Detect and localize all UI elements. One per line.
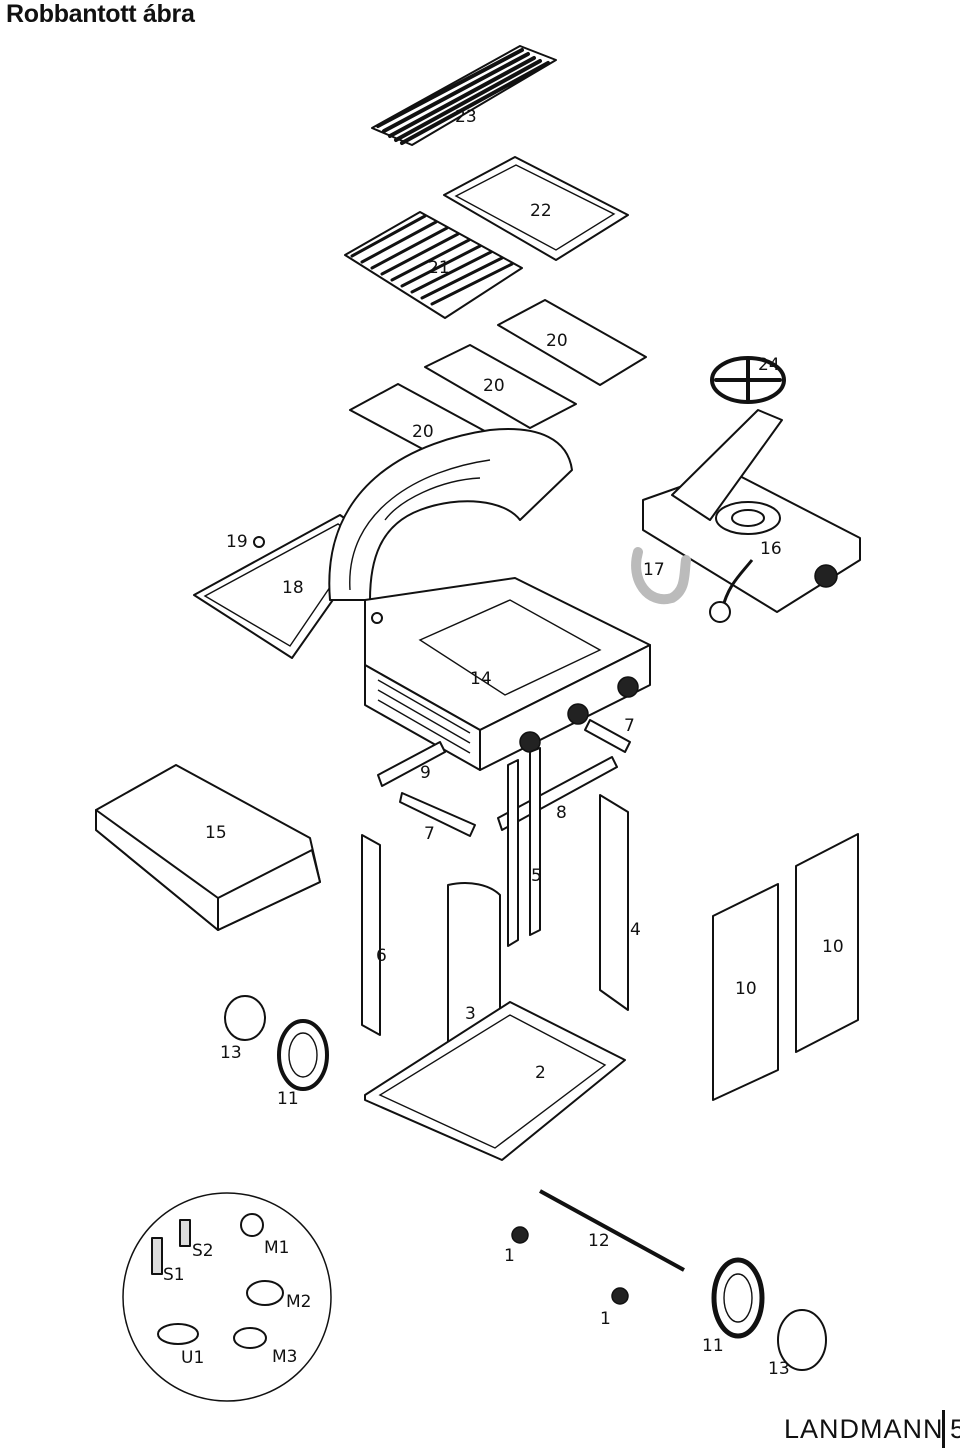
callout-5: 5 <box>531 866 542 886</box>
part-flame-tamer-2 <box>424 344 577 429</box>
part-brace-8 <box>497 756 618 831</box>
callout-3: 3 <box>465 1004 476 1024</box>
part-side-burner-grate <box>710 356 786 404</box>
callout-13b: 13 <box>768 1359 790 1379</box>
footer-divider <box>942 1410 945 1448</box>
part-brace-7-lower <box>399 792 476 837</box>
callout-4: 4 <box>630 920 641 940</box>
callout-21: 21 <box>428 258 450 278</box>
part-base <box>364 1001 626 1161</box>
part-brace-7-upper <box>584 719 631 753</box>
hardware-label-u1: U1 <box>181 1348 204 1368</box>
callout-24: 24 <box>758 355 780 375</box>
part-firebox <box>364 577 651 771</box>
callout-6: 6 <box>376 946 387 966</box>
callout-13a: 13 <box>220 1043 242 1063</box>
hardware-label-m1: M1 <box>264 1238 289 1258</box>
callout-9: 9 <box>420 763 431 783</box>
callout-23: 23 <box>455 107 477 127</box>
part-flame-tamer-1 <box>497 299 647 386</box>
callout-15: 15 <box>205 823 227 843</box>
page-number: 5 <box>950 1414 960 1444</box>
hardware-label-m3: M3 <box>272 1347 297 1367</box>
callout-10b: 10 <box>735 979 757 999</box>
callout-17: 17 <box>643 560 665 580</box>
part-cover <box>95 764 321 931</box>
callout-1b: 1 <box>600 1309 611 1329</box>
callout-1a: 1 <box>504 1246 515 1266</box>
callout-14: 14 <box>470 669 492 689</box>
part-panel-4 <box>599 794 629 1011</box>
footer-brand: LANDMANN <box>784 1414 944 1444</box>
part-warming-grate <box>371 45 557 146</box>
part-hubcap-13-b <box>777 1309 827 1371</box>
callout-8: 8 <box>556 803 567 823</box>
part-hubcap-13 <box>224 995 266 1041</box>
callout-7a: 7 <box>624 716 635 736</box>
callout-10a: 10 <box>822 937 844 957</box>
hardware-circle <box>122 1192 332 1402</box>
callout-7b: 7 <box>424 824 435 844</box>
part-valve-1b <box>611 1287 629 1305</box>
callout-18: 18 <box>282 578 304 598</box>
part-hose <box>631 547 691 605</box>
hardware-label-s1: S1 <box>163 1265 185 1285</box>
callout-11a: 11 <box>277 1089 299 1109</box>
part-wheel-11-b <box>711 1257 765 1339</box>
callout-20c: 20 <box>412 422 434 442</box>
part-axle-12 <box>539 1189 685 1272</box>
part-door-10b <box>795 833 859 1053</box>
callout-22: 22 <box>530 201 552 221</box>
hardware-label-s2: S2 <box>192 1241 214 1261</box>
part-grease-tray <box>443 156 629 261</box>
part-screw-19 <box>253 536 265 548</box>
part-leg-5 <box>507 747 541 947</box>
part-side-burner <box>642 409 861 623</box>
part-valve-1a <box>511 1226 529 1244</box>
page-title: Robbantott ábra <box>6 0 195 28</box>
callout-16: 16 <box>760 539 782 559</box>
callout-11b: 11 <box>702 1336 724 1356</box>
part-panel-6 <box>361 834 381 1036</box>
part-lid <box>328 428 573 601</box>
callout-19: 19 <box>226 532 248 552</box>
part-wheel-11 <box>277 1019 329 1091</box>
callout-20a: 20 <box>546 331 568 351</box>
callout-20b: 20 <box>483 376 505 396</box>
callout-12: 12 <box>588 1231 610 1251</box>
part-cooking-grate <box>344 211 523 319</box>
callouts: 23 22 21 20 20 20 24 19 18 17 16 14 7 9 … <box>163 107 844 1379</box>
hardware-label-m2: M2 <box>286 1292 311 1312</box>
callout-2: 2 <box>535 1063 546 1083</box>
part-brace-9 <box>377 741 446 787</box>
part-door-10a <box>712 883 779 1101</box>
